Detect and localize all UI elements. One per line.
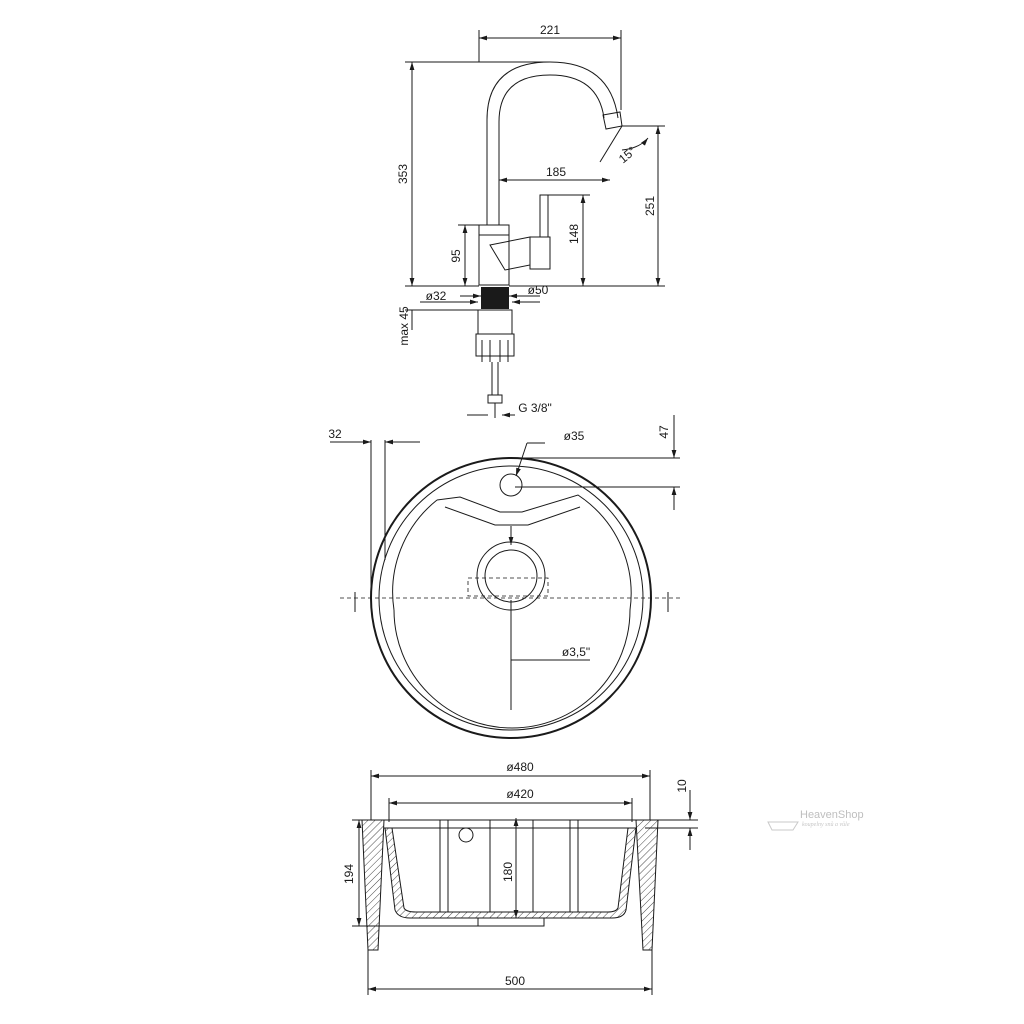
faucet-body	[478, 224, 510, 286]
label-shank-diameter: ø32	[426, 289, 447, 303]
label-rim-thickness: 10	[675, 779, 689, 793]
spout-nozzle	[602, 111, 623, 130]
drain-inner	[484, 549, 538, 603]
leader-35	[515, 442, 528, 477]
label-spout-reach: 185	[546, 165, 566, 179]
tap-ledge	[436, 494, 586, 513]
handle-lever	[539, 194, 549, 238]
overflow-channel	[467, 577, 549, 597]
faucet-view: 221 353 251 15° 185 148 95 ø32	[396, 23, 665, 418]
label-reach: 221	[540, 23, 560, 37]
label-tap-offset: 47	[657, 425, 671, 439]
watermark: HeavenShop koupelny snů a vůle	[767, 809, 864, 831]
sink-top-view: 32 ø35 47 ø3,5"	[328, 415, 680, 739]
drain-outer	[476, 541, 546, 611]
angle-arc	[621, 137, 649, 151]
angle-line	[599, 125, 623, 163]
bowl-shell	[384, 827, 637, 919]
label-drain: ø3,5"	[562, 645, 590, 659]
bathtub-icon	[767, 821, 799, 831]
label-max-deck: max 45	[397, 306, 411, 346]
drain-stub	[477, 917, 545, 927]
label-inner-diameter: ø420	[506, 787, 534, 801]
spout-inner	[498, 74, 605, 225]
handle-joint	[489, 236, 531, 271]
label-handle-height: 148	[567, 224, 581, 244]
tap-ledge-inner	[444, 506, 581, 526]
bowl-edge	[393, 499, 632, 729]
wall-right	[635, 819, 659, 951]
label-bowl-depth: 180	[501, 862, 515, 882]
wall-left	[361, 819, 385, 951]
label-rim-offset: 32	[328, 427, 342, 441]
tap-hole	[499, 473, 523, 497]
sink-section-view: ø480 ø420 10 194 180 500	[342, 760, 698, 995]
label-total-height: 194	[342, 864, 356, 884]
watermark-subtitle: koupelny snů a vůle	[802, 821, 850, 828]
hose-fitting	[487, 394, 503, 404]
overflow-hole	[458, 827, 474, 843]
mounting-plate	[475, 333, 515, 357]
label-outer-diameter: ø480	[506, 760, 534, 774]
handle-base	[529, 236, 551, 270]
spout-outer	[486, 61, 619, 225]
base-gasket	[481, 287, 509, 309]
watermark-title: HeavenShop	[800, 809, 864, 821]
label-tap-hole: ø35	[564, 429, 585, 443]
mounting-nut	[477, 309, 513, 335]
label-hose-thread: G 3/8"	[518, 401, 552, 415]
bowl-edge-left	[392, 499, 438, 611]
label-body-height: 95	[449, 249, 463, 263]
label-height: 353	[396, 164, 410, 184]
label-base-diameter: ø50	[528, 283, 549, 297]
label-cutout-width: 500	[505, 974, 525, 988]
label-outlet-height: 251	[643, 196, 657, 216]
